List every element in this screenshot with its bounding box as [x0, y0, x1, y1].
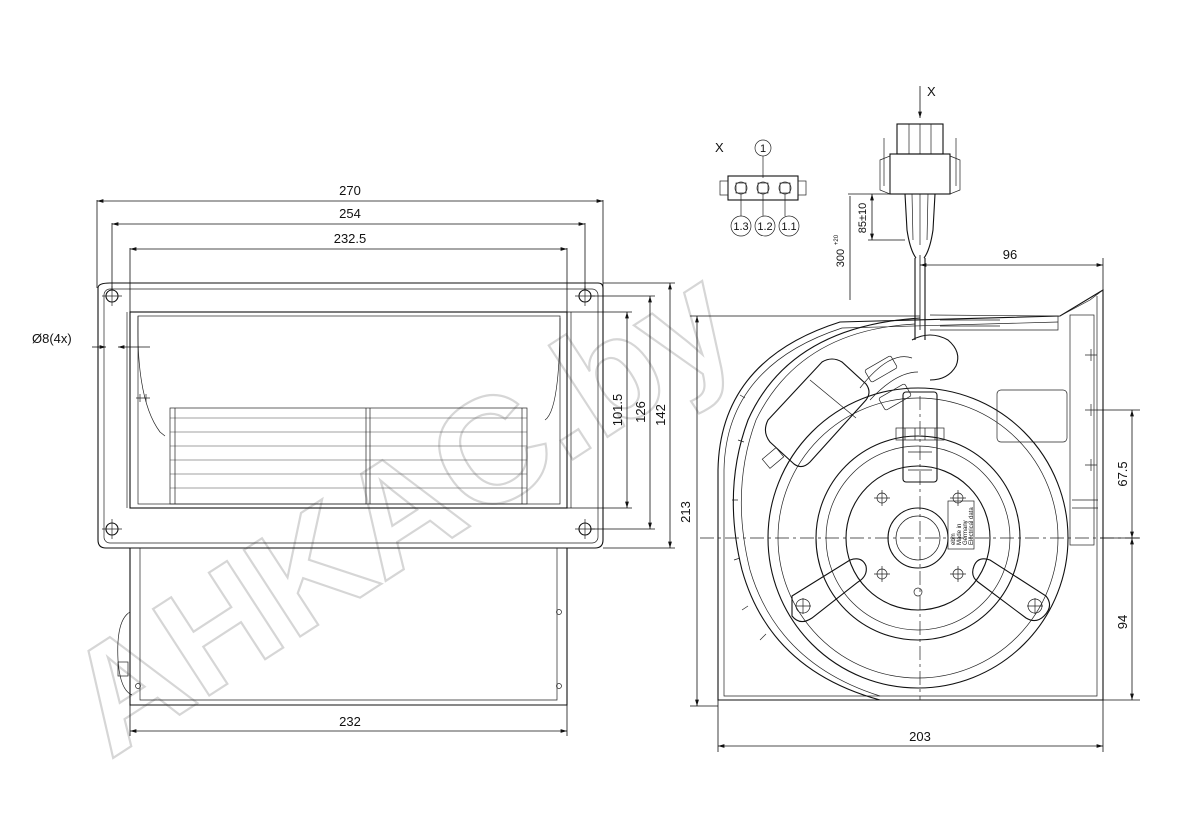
dim-300: 300 +20	[834, 193, 868, 300]
dim-85-label: 85±10	[857, 203, 869, 234]
dim-126-label: 126	[633, 401, 648, 423]
cable	[914, 258, 926, 340]
dim-94-label: 94	[1115, 615, 1130, 629]
dim-203-label: 203	[909, 729, 931, 744]
dim-126: 126	[590, 295, 655, 530]
dim-101-5: 101.5	[567, 311, 632, 509]
nameplate-line-2: Made in	[957, 524, 963, 545]
motor-nameplate: ebm Made in Germany Electrical data	[947, 500, 975, 550]
dim-213: 213	[678, 315, 920, 707]
dim-270: 270	[96, 183, 604, 288]
terminal-block	[859, 334, 959, 700]
dim-270-label: 270	[339, 183, 361, 198]
pin-label-1-2: 1.2	[757, 221, 772, 233]
dim-hole-label: Ø8(4x)	[32, 331, 72, 346]
view-marker-x: X	[927, 84, 936, 99]
nameplate-line-4: Electrical data	[969, 507, 975, 545]
dim-300-label: 300	[835, 249, 847, 267]
housing-body	[117, 548, 568, 706]
dim-hole: Ø8(4x)	[32, 331, 150, 349]
dim-232-5-label: 232.5	[334, 231, 367, 246]
dim-232: 232	[129, 705, 568, 736]
outlet-opening	[126, 311, 572, 509]
dim-300-tol: +20	[834, 234, 840, 245]
capacitor	[761, 358, 870, 469]
dim-254-label: 254	[339, 206, 361, 221]
dim-85: 85±10	[857, 193, 905, 241]
dim-232-label: 232	[339, 714, 361, 729]
dim-213-label: 213	[678, 501, 693, 523]
dim-142: 142	[603, 282, 675, 549]
pin-one-label: 1	[760, 143, 766, 155]
dim-101-5-label: 101.5	[610, 394, 625, 427]
nameplate-line-3: Germany	[963, 520, 969, 545]
dim-232-5: 232.5	[129, 231, 568, 312]
impeller-blades	[169, 407, 528, 505]
dim-96-label: 96	[1003, 247, 1017, 262]
pin-label-1-3: 1.3	[733, 221, 748, 233]
dim-142-label: 142	[653, 404, 668, 426]
detail-view-label: X	[715, 140, 724, 155]
nameplate-line-1: ebm	[951, 533, 957, 545]
dim-67-5-label: 67.5	[1115, 461, 1130, 486]
dim-254: 254	[111, 206, 586, 290]
mounting-arms	[791, 558, 1051, 623]
pin-labels: 1.3 1.2 1.1	[730, 215, 800, 237]
front-view: 270 254 232.5 Ø8(4x) 101.5 126	[32, 183, 675, 736]
flange-plate	[97, 282, 604, 549]
scroll-housing	[717, 289, 1104, 701]
dim-94: 94	[1103, 538, 1140, 701]
connector-detail: X 1 1.3 1.2 1.1	[715, 139, 807, 237]
dim-203: 203	[717, 700, 1104, 752]
mounting-holes	[102, 286, 595, 539]
side-view: X 85±10 300 +20 96	[678, 84, 1140, 752]
pin-label-1-1: 1.1	[781, 221, 796, 233]
plug-connector: X	[879, 84, 961, 259]
